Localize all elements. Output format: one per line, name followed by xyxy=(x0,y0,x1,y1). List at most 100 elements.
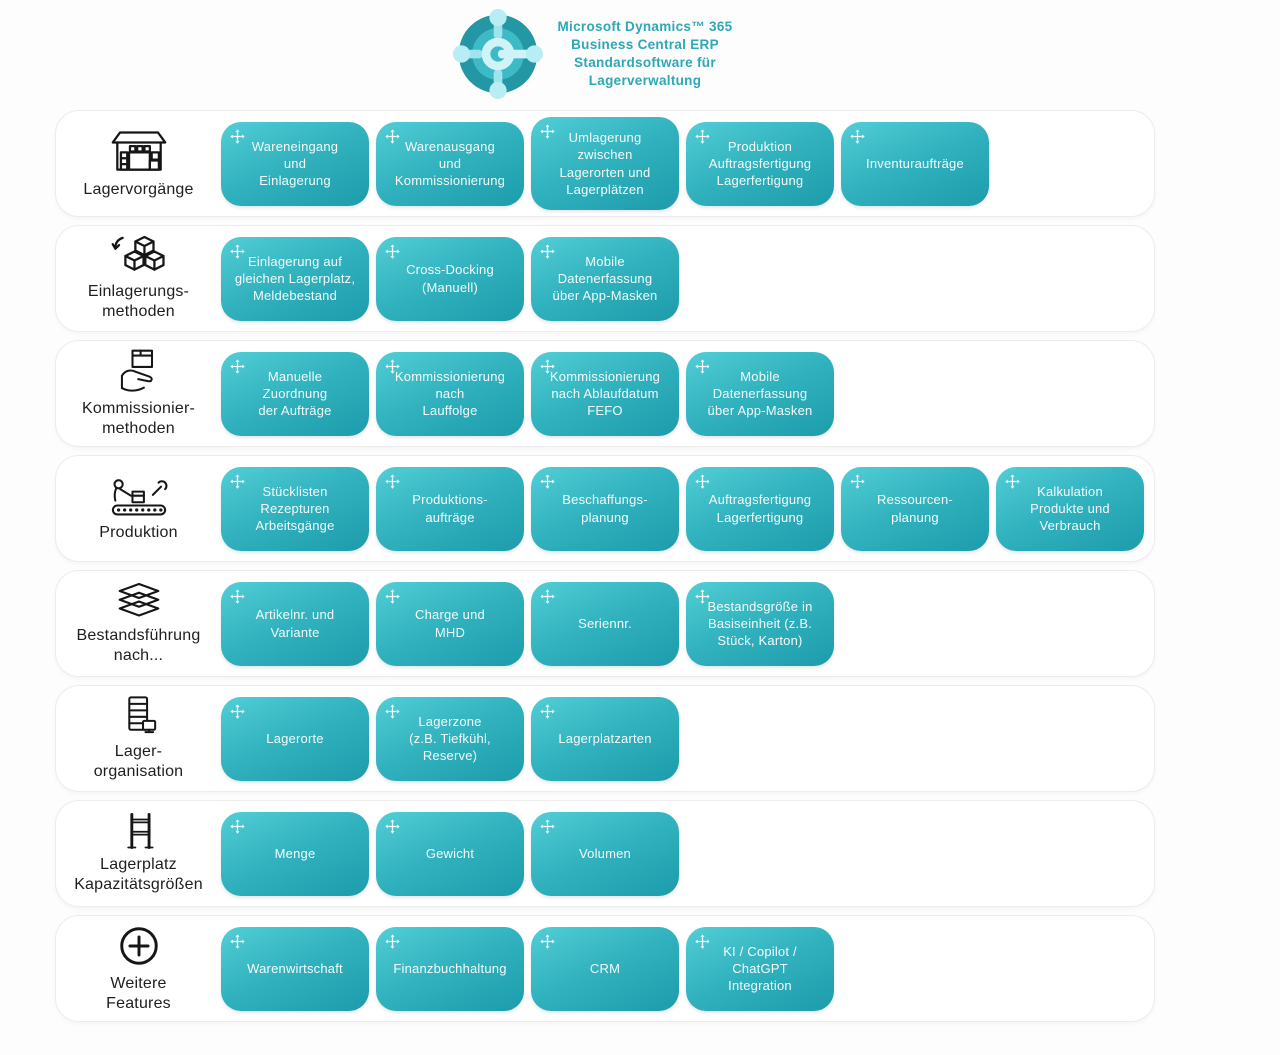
move-icon xyxy=(695,128,710,144)
button-menge[interactable]: Menge xyxy=(221,811,369,896)
move-icon xyxy=(230,588,245,604)
button-auftragsfertigung[interactable]: Auftragsfertigung Lagerfertigung xyxy=(686,466,834,551)
button-produktion-auftragsfertigung[interactable]: Produktion Auftragsfertigung Lagerfertig… xyxy=(686,121,834,206)
move-icon xyxy=(385,933,400,949)
button-kommissionierung-fefo[interactable]: Kommissionierung nach Ablaufdatum FEFO xyxy=(531,351,679,436)
category-label: Weitere Features xyxy=(106,975,171,1012)
button-ki-copilot[interactable]: KI / Copilot / ChatGPT Integration xyxy=(686,926,834,1011)
category-bestandsfuehrung: Bestandsführung nach... xyxy=(56,582,221,665)
layers-icon xyxy=(111,582,167,621)
move-icon xyxy=(230,358,245,374)
move-icon xyxy=(695,473,710,489)
category-label: Lager- organisation xyxy=(93,743,184,780)
move-icon xyxy=(230,243,245,259)
header-title-line: Business Central ERP xyxy=(571,36,719,52)
button-gewicht[interactable]: Gewicht xyxy=(376,811,524,896)
button-stuecklisten[interactable]: Stücklisten Rezepturen Arbeitsgänge xyxy=(221,466,369,551)
button-manuelle-zuordnung[interactable]: Manuelle Zuordnung der Aufträge xyxy=(221,351,369,436)
move-icon xyxy=(540,473,555,489)
server-icon xyxy=(113,695,165,737)
move-icon xyxy=(540,124,555,139)
category-lagerorganisation: Lager- organisation xyxy=(56,695,221,781)
button-beschaffungsplanung[interactable]: Beschaffungs- planung xyxy=(531,466,679,551)
move-icon xyxy=(385,473,400,489)
move-icon xyxy=(540,933,555,949)
button-warenausgang-kommissionierung[interactable]: Warenausgang und Kommissionierung xyxy=(376,121,524,206)
button-group-einlagerungsmethoden: Einlagerung auf gleichen Lagerplatz, Mel… xyxy=(221,236,679,321)
button-group-bestandsfuehrung: Artikelnr. und Variante Charge und MHD S… xyxy=(221,581,834,666)
move-icon xyxy=(385,588,400,604)
button-finanzbuchhaltung[interactable]: Finanzbuchhaltung xyxy=(376,926,524,1011)
button-group-weitere-features: Warenwirtschaft Finanzbuchhaltung CRM KI… xyxy=(221,926,834,1011)
category-label: Lagervorgänge xyxy=(83,180,194,198)
button-inventurauftraege[interactable]: Inventuraufträge xyxy=(841,121,989,206)
plus-circle-icon xyxy=(116,923,162,969)
header-title-line: Lagerverwaltung xyxy=(588,73,702,89)
category-label: Produktion xyxy=(99,523,178,541)
category-row-produktion: Produktion Stücklisten Rezepturen Arbeit… xyxy=(55,455,1155,562)
button-wareneingang-einlagerung[interactable]: Wareneingang und Einlagerung xyxy=(221,121,369,206)
header-title-line: Microsoft Dynamics™ 365 xyxy=(557,18,733,34)
cubes-arrow-icon xyxy=(110,235,168,277)
header-title: Microsoft Dynamics™ 365 Business Central… xyxy=(558,18,733,91)
rack-icon xyxy=(116,812,162,850)
category-label: Kommissionier- methoden xyxy=(81,400,196,437)
category-row-weitere-features: Weitere Features Warenwirtschaft Finanzb… xyxy=(55,915,1155,1022)
category-weitere-features: Weitere Features xyxy=(56,923,221,1013)
button-seriennr[interactable]: Seriennr. xyxy=(531,581,679,666)
move-icon xyxy=(540,243,555,259)
button-volumen[interactable]: Volumen xyxy=(531,811,679,896)
button-crm[interactable]: CRM xyxy=(531,926,679,1011)
header-inner: Microsoft Dynamics™ 365 Business Central… xyxy=(452,8,733,100)
category-row-einlagerungsmethoden: Einlagerungs- methoden Einlagerung auf g… xyxy=(55,225,1155,332)
warehouse-icon xyxy=(110,128,168,175)
move-icon xyxy=(230,703,245,719)
button-warenwirtschaft[interactable]: Warenwirtschaft xyxy=(221,926,369,1011)
button-lagerplatzarten[interactable]: Lagerplatzarten xyxy=(531,696,679,781)
move-icon xyxy=(850,128,865,144)
button-mobile-datenerfassung-kommissionierung[interactable]: Mobile Datenerfassung über App-Masken xyxy=(686,351,834,436)
category-row-bestandsfuehrung: Bestandsführung nach... Artikelnr. und V… xyxy=(55,570,1155,677)
move-icon xyxy=(695,588,710,604)
category-lagervorgaenge: Lagervorgänge xyxy=(56,128,221,200)
move-icon xyxy=(540,703,555,719)
button-mobile-datenerfassung-einlagerung[interactable]: Mobile Datenerfassung über App-Masken xyxy=(531,236,679,321)
move-icon xyxy=(385,703,400,719)
button-group-produktion: Stücklisten Rezepturen Arbeitsgänge Prod… xyxy=(221,466,1144,551)
category-einlagerungsmethoden: Einlagerungs- methoden xyxy=(56,235,221,321)
button-artikelnr-variante[interactable]: Artikelnr. und Variante xyxy=(221,581,369,666)
button-ressourcenplanung[interactable]: Ressourcen- planung xyxy=(841,466,989,551)
category-row-lagerorganisation: Lager- organisation Lagerorte Lagerzone … xyxy=(55,685,1155,792)
button-bestandsgroesse[interactable]: Bestandsgröße in Basiseinheit (z.B. Stüc… xyxy=(686,581,834,666)
button-lagerzone[interactable]: Lagerzone (z.B. Tiefkühl, Reserve) xyxy=(376,696,524,781)
category-row-lagerplatz-kapazitaet: Lagerplatz Kapazitätsgrößen Menge Gewich… xyxy=(55,800,1155,907)
button-charge-mhd[interactable]: Charge und MHD xyxy=(376,581,524,666)
button-kalkulation[interactable]: Kalkulation Produkte und Verbrauch xyxy=(996,466,1144,551)
button-group-lagerplatz-kapazitaet: Menge Gewicht Volumen xyxy=(221,811,679,896)
category-row-lagervorgaenge: Lagervorgänge Wareneingang und Einlageru… xyxy=(55,110,1155,217)
button-group-lagerorganisation: Lagerorte Lagerzone (z.B. Tiefkühl, Rese… xyxy=(221,696,679,781)
button-umlagerung[interactable]: Umlagerung zwischen Lagerorten und Lager… xyxy=(531,117,679,210)
header: Microsoft Dynamics™ 365 Business Central… xyxy=(0,8,1280,100)
button-kommissionierung-lauffolge[interactable]: Kommissionierung nach Lauffolge xyxy=(376,351,524,436)
move-icon xyxy=(1005,473,1020,489)
move-icon xyxy=(540,818,555,834)
move-icon xyxy=(385,818,400,834)
button-einlagerung-gleicher-lagerplatz[interactable]: Einlagerung auf gleichen Lagerplatz, Mel… xyxy=(221,236,369,321)
conveyor-icon xyxy=(108,475,170,518)
category-rows: Lagervorgänge Wareneingang und Einlageru… xyxy=(55,110,1155,1030)
button-cross-docking[interactable]: Cross-Docking (Manuell) xyxy=(376,236,524,321)
button-group-lagervorgaenge: Wareneingang und Einlagerung Warenausgan… xyxy=(221,117,989,210)
button-produktionsauftraege[interactable]: Produktions- aufträge xyxy=(376,466,524,551)
category-label: Lagerplatz Kapazitätsgrößen xyxy=(74,856,203,893)
move-icon xyxy=(850,473,865,489)
category-lagerplatz-kapazitaet: Lagerplatz Kapazitätsgrößen xyxy=(56,812,221,894)
category-produktion: Produktion xyxy=(56,475,221,543)
move-icon xyxy=(230,473,245,489)
move-icon xyxy=(230,818,245,834)
move-icon xyxy=(230,128,245,144)
button-lagerorte[interactable]: Lagerorte xyxy=(221,696,369,781)
move-icon xyxy=(385,243,400,259)
header-title-line: Standardsoftware für xyxy=(574,55,716,70)
